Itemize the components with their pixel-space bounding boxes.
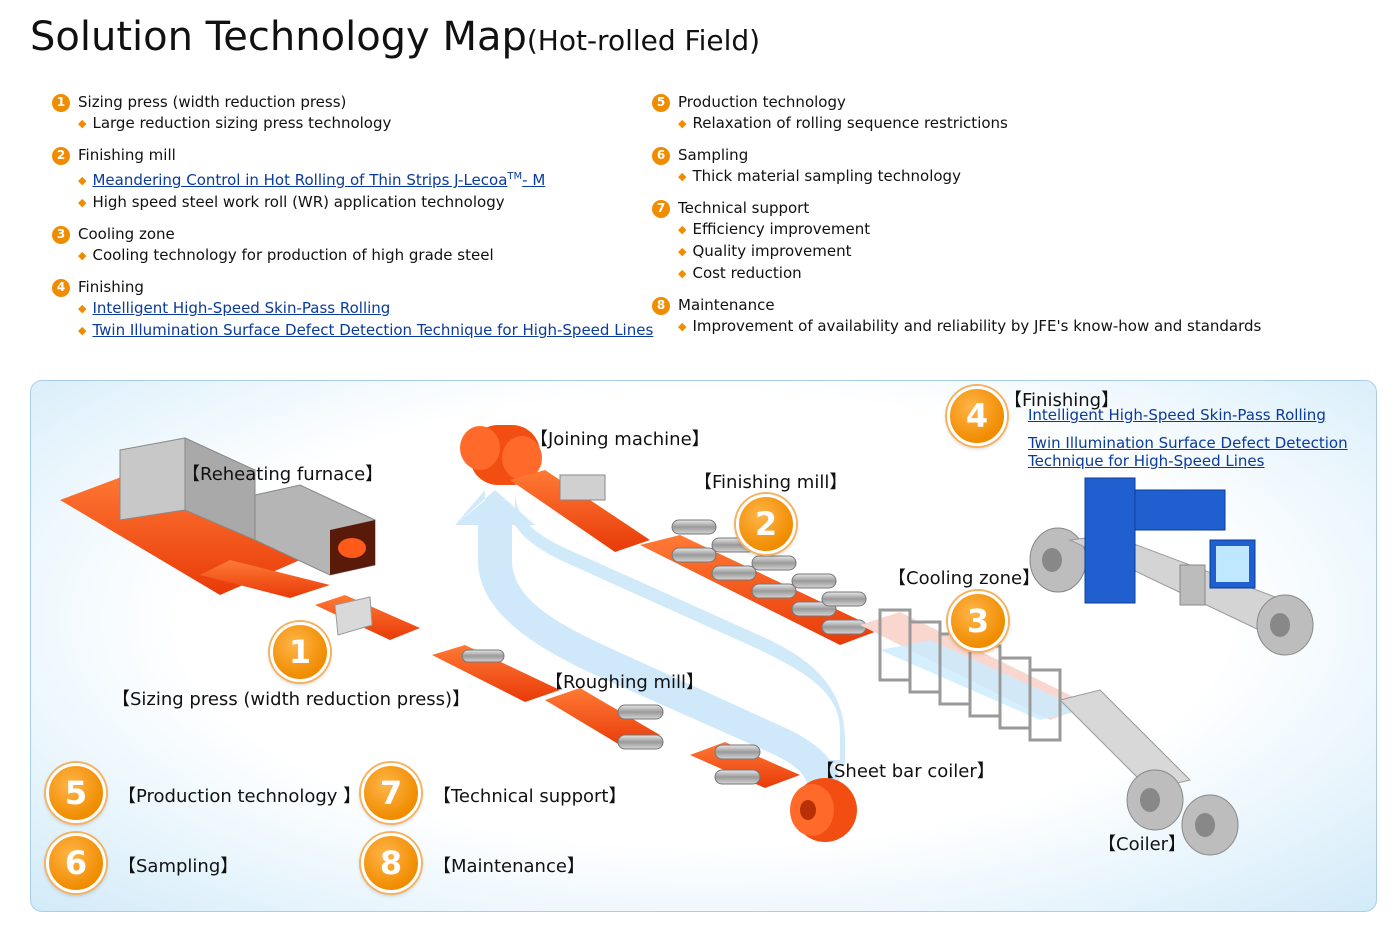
label-technical-support: 【Technical support】: [433, 786, 627, 807]
badge-4: 4: [947, 386, 1007, 446]
legend-item-suffix[interactable]: - M: [522, 171, 546, 189]
flow-arrow-head: [455, 492, 535, 525]
legend-item: Cooling technology for production of hig…: [52, 245, 653, 267]
legend-heading: 4 Finishing: [52, 277, 653, 298]
legend-number-badge: 1: [52, 93, 70, 112]
legend-item: Efficiency improvement: [652, 219, 1261, 241]
legend-link-item[interactable]: Meandering Control in Hot Rolling of Thi…: [52, 166, 653, 192]
sheet-bar-coiler: [790, 778, 857, 842]
legend-right: 5 Production technologyRelaxation of roll…: [652, 92, 1261, 348]
cooling-zone: [860, 608, 1191, 791]
legend-group: 1 Sizing press (width reduction press) Lar…: [52, 92, 653, 135]
legend-item-text[interactable]: Meandering Control in Hot Rolling of Thi…: [92, 171, 508, 189]
coiler: [1126, 769, 1239, 856]
label-reheating-furnace: 【Reheating furnace】: [182, 464, 384, 485]
badge-5: 5: [46, 763, 106, 823]
legend-item-text: Efficiency improvement: [692, 220, 871, 238]
legend-group: 8 MaintenanceImprovement of availability …: [652, 295, 1261, 338]
joining-machine: [460, 425, 650, 552]
legend-heading-text: Finishing mill: [78, 146, 176, 164]
legend-heading-text: Cooling zone: [78, 225, 175, 243]
legend-link-item[interactable]: Twin Illumination Surface Defect Detecti…: [52, 320, 653, 342]
badge-8: 8: [361, 833, 421, 893]
label-sizing-press: 【Sizing press (width reduction press)】: [112, 689, 471, 710]
legend-item: Thick material sampling technology: [652, 166, 1261, 188]
badge-7: 7: [361, 763, 421, 823]
legend-item-text: Cost reduction: [692, 264, 802, 282]
legend-heading-text: Maintenance: [678, 296, 775, 314]
badge-6: 6: [46, 833, 106, 893]
link-skin-pass[interactable]: Intelligent High-Speed Skin-Pass Rolling: [1028, 406, 1326, 424]
label-cooling-zone: 【Cooling zone】: [888, 568, 1041, 589]
legend-number-badge: 5: [652, 93, 670, 112]
legend-item: High speed steel work roll (WR) applicat…: [52, 192, 653, 214]
legend-heading: 1 Sizing press (width reduction press): [52, 92, 653, 113]
label-finishing-mill: 【Finishing mill】: [694, 472, 848, 493]
legend-group: 5 Production technologyRelaxation of roll…: [652, 92, 1261, 135]
legend-left: 1 Sizing press (width reduction press) Lar…: [52, 92, 653, 352]
legend-heading: 2 Finishing mill: [52, 145, 653, 166]
roughing-stands: [461, 649, 761, 785]
legend-group: 4 FinishingIntelligent High-Speed Skin-Pa…: [52, 277, 653, 342]
legend-heading-text: Sizing press (width reduction press): [78, 93, 347, 111]
label-joining-machine: 【Joining machine】: [530, 429, 710, 450]
legend-number-badge: 3: [52, 225, 70, 244]
reheating-furnace: [60, 437, 376, 598]
legend-item: Improvement of availability and reliabil…: [652, 316, 1261, 338]
legend-item-text: High speed steel work roll (WR) applicat…: [92, 193, 505, 211]
legend-item-text: Large reduction sizing press technology: [92, 114, 392, 132]
legend-group: 2 Finishing millMeandering Control in Hot…: [52, 145, 653, 214]
legend-heading-text: Technical support: [678, 199, 810, 217]
label-sheet-bar-coiler: 【Sheet bar coiler】: [816, 761, 995, 782]
legend-heading-text: Production technology: [678, 93, 846, 111]
page-subtitle: (Hot-rolled Field): [526, 24, 761, 57]
legend-heading: 7 Technical support: [652, 198, 1261, 219]
link-twin-illumination-line1[interactable]: Twin Illumination Surface Defect Detecti…: [1028, 434, 1348, 452]
label-sampling: 【Sampling】: [118, 856, 239, 877]
legend-item-text[interactable]: Intelligent High-Speed Skin-Pass Rolling: [92, 299, 391, 317]
legend-number-badge: 7: [652, 199, 670, 218]
legend-item-text[interactable]: Twin Illumination Surface Defect Detecti…: [92, 321, 654, 339]
legend-number-badge: 8: [652, 296, 670, 315]
label-coiler: 【Coiler】: [1098, 834, 1187, 855]
badge-1: 1: [270, 622, 330, 682]
legend-heading: 8 Maintenance: [652, 295, 1261, 316]
badge-3: 3: [948, 591, 1008, 651]
legend-group: 6 SamplingThick material sampling technol…: [652, 145, 1261, 188]
legend-item-text: Relaxation of rolling sequence restricti…: [692, 114, 1008, 132]
legend-item: Large reduction sizing press technology: [52, 113, 653, 135]
label-production-technology: 【Production technology 】: [118, 786, 362, 807]
skin-pass-line: [1029, 477, 1314, 656]
flow-arrow-shaft: [478, 525, 840, 790]
legend-item: Relaxation of rolling sequence restricti…: [652, 113, 1261, 135]
legend-group: 7 Technical supportEfficiency improvement…: [652, 198, 1261, 285]
legend-group: 3 Cooling zoneCooling technology for prod…: [52, 224, 653, 267]
badge-2: 2: [736, 494, 796, 554]
legend-number-badge: 6: [652, 146, 670, 165]
legend-link-item[interactable]: Intelligent High-Speed Skin-Pass Rolling: [52, 298, 653, 320]
trademark-sup[interactable]: TM: [507, 171, 523, 182]
legend-item-text: Thick material sampling technology: [692, 167, 961, 185]
legend-heading: 5 Production technology: [652, 92, 1261, 113]
legend-item-text: Cooling technology for production of hig…: [92, 246, 494, 264]
legend-heading-text: Finishing: [78, 278, 144, 296]
label-maintenance: 【Maintenance】: [433, 856, 585, 877]
legend-item: Cost reduction: [652, 263, 1261, 285]
link-twin-illumination-line2[interactable]: Technique for High-Speed Lines: [1028, 452, 1265, 470]
legend-number-badge: 2: [52, 146, 70, 165]
legend-item-text: Quality improvement: [692, 242, 852, 260]
legend-heading: 3 Cooling zone: [52, 224, 653, 245]
finishing-mill: [640, 519, 880, 645]
label-finishing: 【Finishing】: [1004, 390, 1120, 411]
label-roughing-mill: 【Roughing mill】: [545, 672, 705, 693]
legend-heading: 6 Sampling: [652, 145, 1261, 166]
legend-item: Quality improvement: [652, 241, 1261, 263]
page-title: Solution Technology Map(Hot-rolled Field…: [30, 14, 760, 60]
page-title-main: Solution Technology Map: [30, 14, 527, 60]
legend-number-badge: 4: [52, 278, 70, 297]
legend-heading-text: Sampling: [678, 146, 749, 164]
legend-item-text: Improvement of availability and reliabil…: [692, 317, 1262, 335]
